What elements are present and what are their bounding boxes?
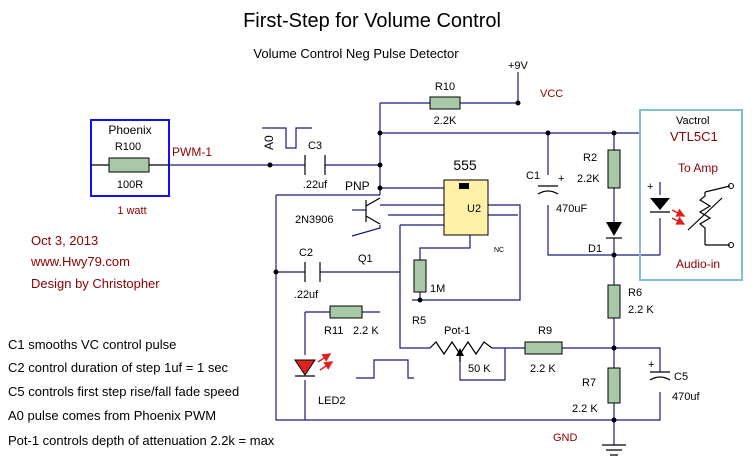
- pulse-glyph: [356, 359, 414, 379]
- svg-text:R9: R9: [538, 325, 552, 337]
- neg-pulse-glyph: [262, 127, 312, 149]
- r2-resistor: R2 2.2K: [577, 149, 621, 189]
- r6-resistor: R6 2.2 K: [607, 284, 654, 319]
- svg-text:2.2 K: 2.2 K: [572, 403, 598, 415]
- svg-text:Audio-in: Audio-in: [676, 257, 720, 271]
- svg-text:R6: R6: [628, 287, 642, 299]
- r11-resistor: R11 2.2 K: [324, 305, 379, 337]
- svg-text:C2: C2: [299, 247, 313, 259]
- phoenix-watt: 1 watt: [117, 205, 146, 217]
- svg-text:+: +: [558, 173, 564, 185]
- credit-author: Design by Christopher: [31, 276, 160, 291]
- svg-text:Pot-1: Pot-1: [444, 325, 470, 337]
- d1-diode: D1: [588, 222, 622, 255]
- a0-label: A0: [262, 135, 276, 150]
- ic-555: 555 U2 NC: [443, 157, 504, 254]
- supply-9v-label: +9V: [508, 60, 529, 72]
- credit-site: www.Hwy79.com: [30, 254, 130, 269]
- c2-capacitor: C2 .22uf: [294, 247, 321, 301]
- svg-text:+: +: [647, 181, 653, 193]
- credit-date: Oct 3, 2013: [31, 233, 98, 248]
- svg-text:U2: U2: [467, 203, 481, 215]
- page-subtitle: Volume Control Neg Pulse Detector: [253, 46, 459, 61]
- a0-node: [267, 162, 273, 168]
- svg-text:Q1: Q1: [358, 253, 373, 265]
- svg-text:R5: R5: [412, 315, 426, 327]
- svg-text:R10: R10: [435, 81, 455, 93]
- r9-resistor: R9 2.2 K: [524, 325, 563, 375]
- phoenix-label: Phoenix: [108, 123, 151, 137]
- r100-value: 100R: [117, 179, 143, 191]
- phoenix-block: Phoenix R100 100R 1 watt: [90, 119, 170, 217]
- svg-text:PNP: PNP: [345, 179, 370, 193]
- svg-text:D1: D1: [588, 243, 602, 255]
- svg-text:C1: C1: [526, 170, 540, 182]
- c5-capacitor: + C5 470uf: [648, 359, 700, 403]
- ground-symbol: [602, 444, 626, 456]
- svg-text:R11: R11: [324, 325, 343, 337]
- r5-resistor: 1M R5: [412, 259, 445, 327]
- c1-capacitor: C1 + 470uF: [526, 170, 587, 215]
- svg-text:C3: C3: [308, 140, 322, 152]
- note-item: Pot-1 controls depth of attenuation 2.2k…: [8, 433, 275, 448]
- svg-text:R7: R7: [582, 377, 596, 389]
- note-item: C5 controls first step rise/fall fade sp…: [8, 384, 239, 399]
- svg-text:1M: 1M: [430, 283, 445, 295]
- svg-text:To Amp: To Amp: [678, 161, 718, 175]
- svg-text:2N3906: 2N3906: [295, 214, 334, 226]
- note-item: A0 pulse comes from Phoenix PWM: [8, 408, 216, 423]
- svg-text:555: 555: [453, 157, 477, 173]
- svg-text:470uf: 470uf: [672, 391, 700, 403]
- r10-resistor: R10 2.2K: [429, 81, 461, 127]
- junction-dots: [273, 100, 617, 423]
- c3-capacitor: C3 .22uf: [303, 140, 328, 191]
- note-item: C2 control duration of step 1uf = 1 sec: [8, 360, 229, 375]
- pwm-label: PWM-1: [172, 145, 212, 159]
- svg-text:.22uf: .22uf: [303, 179, 328, 191]
- svg-text:VTL5C1: VTL5C1: [670, 129, 718, 144]
- svg-text:C5: C5: [674, 371, 688, 383]
- svg-text:2.2 K: 2.2 K: [530, 363, 556, 375]
- svg-text:2.2K: 2.2K: [577, 173, 600, 185]
- svg-text:2.2 K: 2.2 K: [628, 304, 654, 316]
- q1-transistor: PNP 2N3906 Q1: [295, 179, 381, 265]
- page-title: First-Step for Volume Control: [243, 10, 501, 32]
- svg-text:Vactrol: Vactrol: [676, 115, 709, 127]
- svg-text:LED2: LED2: [318, 395, 346, 407]
- svg-text:.22uf: .22uf: [294, 289, 319, 301]
- vcc-label: VCC: [540, 88, 563, 100]
- note-item: C1 smooths VC control pulse: [8, 337, 176, 352]
- svg-text:50 K: 50 K: [468, 363, 491, 375]
- r7-resistor: R7 2.2 K: [572, 367, 621, 415]
- svg-text:NC: NC: [494, 247, 504, 254]
- svg-text:2.2K: 2.2K: [434, 115, 457, 127]
- r100-label: R100: [115, 141, 141, 153]
- wires: [170, 72, 661, 445]
- led2-diode: LED2: [294, 353, 346, 407]
- gnd-label: GND: [553, 432, 578, 444]
- credits-block: Oct 3, 2013 www.Hwy79.com Design by Chri…: [30, 233, 160, 291]
- notes-block: C1 smooths VC control pulse C2 control d…: [8, 337, 275, 448]
- pot1-potentiometer: Pot-1 50 K: [429, 325, 493, 375]
- svg-text:R2: R2: [583, 152, 597, 164]
- vactrol-block: Vactrol VTL5C1 To Amp Audio-in +: [639, 109, 743, 281]
- svg-text:+: +: [648, 359, 654, 371]
- svg-text:2.2 K: 2.2 K: [353, 325, 379, 337]
- svg-text:470uF: 470uF: [556, 203, 587, 215]
